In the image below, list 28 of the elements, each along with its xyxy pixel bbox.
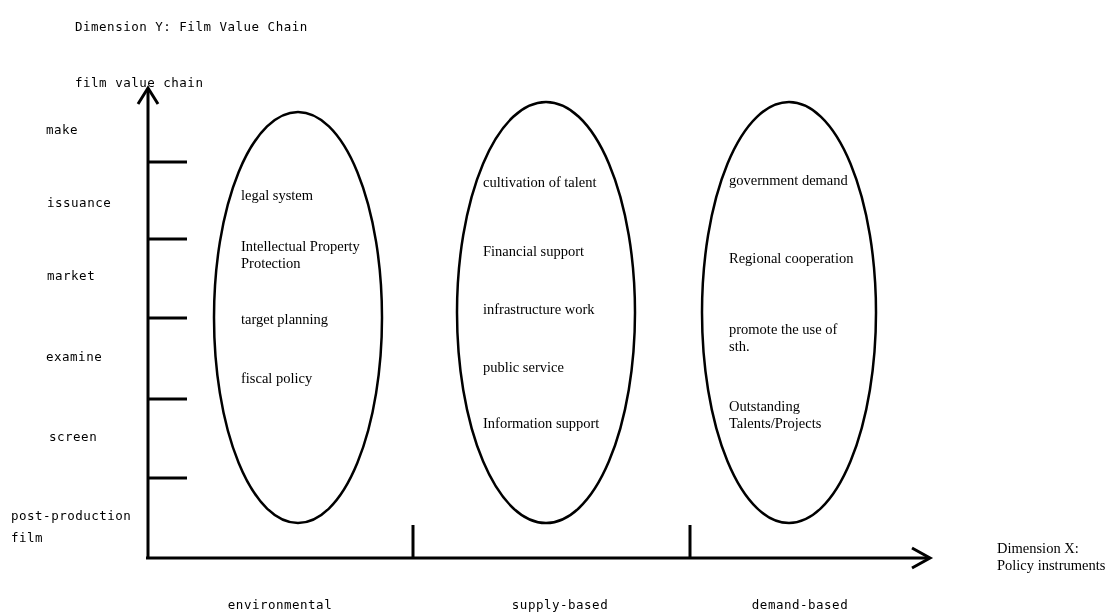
stage-label: screen [49, 428, 98, 446]
category-label: demand-based [750, 596, 850, 614]
stage-label: post-production film [11, 507, 133, 547]
policy-item-text: Outstanding Talents/Projects [729, 398, 823, 432]
category-label: environmental [226, 596, 334, 614]
policy-item-text: target planning [241, 311, 330, 328]
policy-item-text: fiscal policy [241, 370, 314, 387]
category-ellipse [700, 100, 878, 525]
axis-label: film value chain [75, 74, 204, 92]
category-ellipse [455, 100, 637, 525]
policy-item-text: Financial support [483, 243, 586, 260]
policy-item-text: legal system [241, 187, 315, 204]
policy-item-text: government demand [729, 172, 849, 189]
policy-item-text: public service [483, 359, 565, 376]
stage-label: examine [46, 348, 103, 366]
policy-item-text: Regional cooperation [729, 250, 855, 267]
policy-item-text: promote the use of sth. [729, 321, 839, 355]
axis-title: Dimension X: Policy instruments [997, 540, 1107, 574]
category-ellipse [212, 110, 384, 525]
stage-label: market [47, 267, 96, 285]
policy-item-text: infrastructure work [483, 301, 596, 318]
axis-title: Dimension Y: Film Value Chain [75, 18, 308, 36]
policy-item-text: Information support [483, 415, 601, 432]
stage-label: make [46, 121, 79, 139]
policy-item-text: Intellectual Property Protection [241, 238, 361, 272]
policy-item-text: cultivation of talent [483, 174, 598, 191]
stage-label: issuance [47, 194, 112, 212]
category-label: supply-based [510, 596, 610, 614]
